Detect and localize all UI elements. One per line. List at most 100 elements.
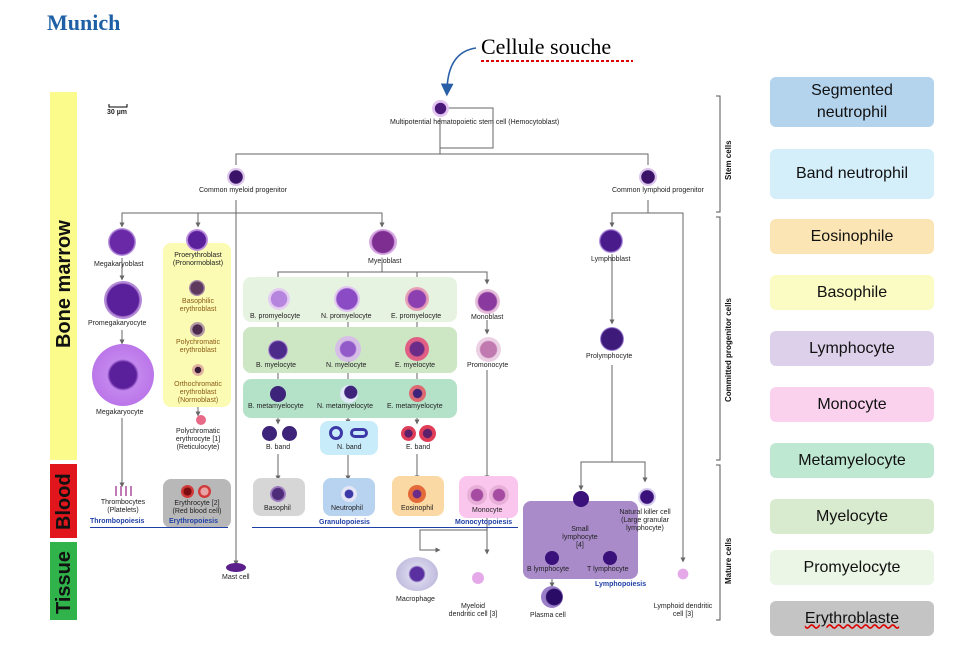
- prolymphocyte-label: Prolymphocyte: [586, 353, 633, 360]
- plasma-cell-icon: [541, 586, 563, 608]
- n-metamyelocyte-icon: [340, 385, 358, 403]
- promonocyte-icon: [476, 337, 501, 362]
- legend-item-label: Metamyelocyte: [798, 451, 906, 469]
- megakaryoblast-label: Megakaryoblast: [94, 261, 144, 268]
- legend-item-lymphocyte: Lymphocyte: [770, 331, 934, 366]
- b-metamyelocyte-label: B. metamyelocyte: [248, 403, 304, 410]
- t-lymphocyte-icon: [603, 551, 617, 565]
- legend-item-basophile: Basophile: [770, 275, 934, 310]
- basophil-label: Basophil: [264, 505, 291, 512]
- b-band-icon-1: [262, 426, 277, 441]
- e-promyelocyte-label: E. promyelocyte: [391, 313, 442, 320]
- band-neutrophil-panel: [320, 421, 378, 455]
- legend-item-band-neutrophil: Band neutrophil: [770, 149, 934, 199]
- page-title: Munich: [47, 10, 121, 35]
- myeloid-progenitor-icon: [227, 168, 245, 186]
- legend-item-label: Band neutrophil: [795, 165, 909, 182]
- orthochromatic-erythroblast-icon: [192, 364, 204, 376]
- erythrocyte-panel: [163, 479, 231, 528]
- eosinophil-icon: [408, 485, 426, 503]
- orthochromatic-erythroblast-label: Orthochromatic erythroblast (Normoblast): [174, 381, 222, 404]
- n-band-label: N. band: [337, 444, 362, 451]
- granulopoiesis-label: Granulopoiesis: [319, 519, 370, 526]
- e-promyelocyte-icon: [405, 287, 429, 311]
- promonocyte-label: Promonocyte: [467, 362, 509, 369]
- small-lymphocyte-icon: [573, 491, 589, 507]
- n-promyelocyte-label: N. promyelocyte: [321, 313, 372, 320]
- e-metamyelocyte-icon: [409, 385, 426, 402]
- tissue-bar: Tissue: [50, 542, 77, 620]
- lymphoid-progenitor-label: Common lymphoid progenitor: [612, 187, 704, 194]
- legend-item-label: Eosinophile: [810, 227, 894, 245]
- granulo-poiesis-rule: [252, 527, 518, 528]
- stem-cell-icon: [432, 100, 449, 117]
- nk-cell-label: Natural killer cell (Large granular lymp…: [619, 509, 671, 532]
- e-band-icon-1: [401, 426, 416, 441]
- monocyte-icon-2: [489, 485, 509, 505]
- b-myelocyte-label: B. myelocyte: [256, 362, 297, 369]
- lymphoblast-label: Lymphoblast: [591, 256, 631, 263]
- mast-cell-label: Mast cell: [222, 574, 250, 581]
- polychromatic-erythroblast-icon: [190, 322, 205, 337]
- neutrophil-icon: [341, 486, 357, 502]
- lymphocyte-panel: [523, 501, 638, 579]
- b-promyelocyte-icon: [268, 288, 290, 310]
- bone-marrow-label: Bone marrow: [53, 220, 75, 348]
- megakaryoblast-icon: [108, 228, 136, 256]
- myeloid-progenitor-label: Common myeloid progenitor: [199, 187, 287, 194]
- lymphoid-dendritic-label: Lymphoid dendritic cell [3]: [653, 603, 713, 618]
- legend-item-label: Erythroblaste: [804, 609, 900, 627]
- b-lymphocyte-icon: [545, 551, 559, 565]
- erythropoiesis-label: Erythropoiesis: [169, 518, 219, 525]
- tissue-label: Tissue: [53, 551, 75, 614]
- legend-item-metamyelocyte: Metamyelocyte: [770, 443, 934, 478]
- legend-item-label: Myelocyte: [815, 507, 889, 525]
- b-metamyelocyte-icon: [270, 386, 286, 402]
- myeloblast-icon: [369, 229, 397, 255]
- prolymphocyte-icon: [600, 327, 624, 351]
- proerythroblast-label: Proerythroblast (Pronormoblast): [172, 252, 224, 267]
- megakaryocyte-label: Megakaryocyte: [96, 409, 144, 416]
- legend-item-label: Basophile: [816, 283, 888, 301]
- monocyte-icon-1: [467, 485, 487, 505]
- small-lymphocyte-label: Small lymphocyte [4]: [562, 526, 598, 549]
- e-myelocyte-icon: [405, 337, 429, 361]
- polychromatic-erythroblast-label: Polychromatic erythroblast: [176, 339, 220, 354]
- proerythroblast-icon: [186, 229, 208, 251]
- mast-cell-icon: [226, 563, 246, 572]
- b-lymphocyte-label: B lymphocyte: [527, 566, 570, 573]
- macrophage-label: Macrophage: [396, 596, 435, 603]
- myeloid-poiesis-rule: [90, 527, 228, 528]
- legend-item-label: Segmented neutrophil: [811, 82, 893, 121]
- thrombocytes-label: Thrombocytes (Platelets): [100, 499, 146, 514]
- legend-item-label: Monocyte: [817, 395, 887, 413]
- scale-bar-label: 30 µm: [107, 109, 127, 116]
- erythrocyte-icon-2: [198, 485, 211, 498]
- promegakaryocyte-label: Promegakaryocyte: [88, 320, 147, 327]
- promegakaryocyte-icon: [104, 281, 142, 319]
- lymphoid-dendritic-icon: [665, 556, 701, 592]
- stem-cell-annotation: Cellule souche: [481, 34, 612, 59]
- legend-item-label: Lymphocyte: [809, 339, 895, 357]
- bone-marrow-bar: Bone marrow: [50, 92, 77, 460]
- erythrocyte-icon-1: [181, 485, 194, 498]
- plasma-cell-label: Plasma cell: [530, 612, 566, 619]
- lymphoblast-icon: [599, 229, 623, 253]
- legend-item-myelocyte: Myelocyte: [770, 499, 934, 534]
- legend-item-eosinophile: Eosinophile: [770, 219, 934, 254]
- b-band-label: B. band: [266, 444, 291, 451]
- b-promyelocyte-label: B. promyelocyte: [250, 313, 301, 320]
- e-band-icon-2: [419, 425, 436, 442]
- reticulocyte-label: Polychromatic erythrocyte [1] (Reticuloc…: [175, 428, 221, 451]
- spellcheck-underline: [481, 60, 633, 62]
- blood-bar: Blood: [50, 464, 77, 538]
- legend-item-monocyte: Monocyte: [770, 387, 934, 422]
- basophil-icon: [270, 486, 286, 502]
- committed-progenitor-label: Committed progenitor cells: [724, 297, 733, 402]
- lymphoid-progenitor-icon: [639, 168, 657, 186]
- thrombocytes-icon: [115, 486, 135, 496]
- blood-label: Blood: [53, 473, 75, 530]
- basophilic-erythroblast-icon: [189, 280, 205, 296]
- neutrophil-label: Neutrophil: [331, 505, 363, 512]
